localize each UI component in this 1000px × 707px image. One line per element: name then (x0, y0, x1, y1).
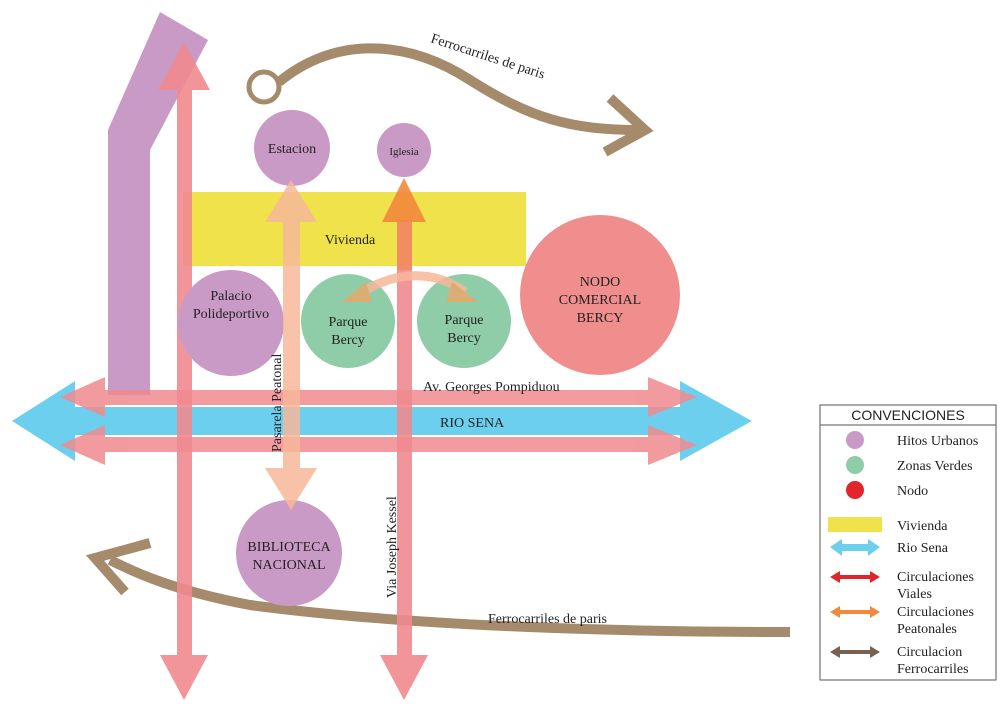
legend-nodo-label: Nodo (897, 484, 928, 499)
biblioteca-label-1: BIBLIOTECA (247, 540, 331, 555)
legend-rio-label: Rio Sena (897, 541, 949, 556)
legend-title: CONVENCIONES (851, 407, 965, 423)
via-kessel-text: Via Joseph Kessel (385, 496, 400, 598)
legend-viales-swatch (830, 571, 880, 583)
pasarela-text: Pasarela Peatonal (270, 354, 285, 452)
biblioteca-circle (236, 500, 342, 606)
legend-ferro-label-2: Ferrocarriles (897, 662, 969, 677)
rio-sena-label: RIO SENA (440, 416, 505, 431)
legend-zonas-label: Zonas Verdes (897, 459, 973, 474)
legend-ferro-swatch (830, 646, 880, 658)
legend-ferro-label-1: Circulacion (897, 645, 962, 660)
peatonal-iglesia-arrow (382, 178, 426, 270)
parque2-label-1: Parque (445, 313, 484, 328)
pasarela-peatonal-arrow (265, 180, 317, 510)
ferro-top-text: Ferrocarriles de paris (429, 32, 547, 83)
ferro-bottom-label: Ferrocarriles de paris (488, 612, 607, 627)
vial-horizontal-top (60, 377, 697, 417)
vivienda-block (183, 192, 526, 266)
av-georges-label: Av. Georges Pompiduou (423, 380, 560, 395)
legend-peatonales-label-2: Peatonales (897, 622, 957, 637)
ferro-top-arrowhead (602, 94, 654, 157)
parque1-label-2: Bercy (331, 333, 364, 348)
palacio-label-1: Palacio (210, 289, 251, 304)
nodo-label-3: BERCY (577, 311, 624, 326)
legend-vivienda-label: Vivienda (897, 519, 948, 534)
parque2-label-2: Bercy (447, 331, 480, 346)
legend-hitos-swatch (846, 431, 864, 449)
legend-box (819, 404, 997, 681)
iglesia-circle (377, 123, 431, 177)
legend-rio-swatch (830, 539, 880, 556)
nodo-label-1: NODO (580, 275, 620, 290)
legend-nodo-swatch (846, 481, 864, 499)
vial-horizontal-bottom (60, 425, 697, 465)
estacion-label: Estacion (268, 142, 316, 157)
legend-hitos-label: Hitos Urbanos (897, 434, 978, 449)
legend-viales-label-1: Circulaciones (897, 570, 974, 585)
palacio-circle (178, 270, 284, 376)
estacion-circle (254, 110, 330, 186)
nodo-label-2: COMERCIAL (559, 293, 641, 308)
via-kessel-label: Via Joseph Kessel (385, 496, 400, 598)
legend-vivienda-swatch (828, 517, 882, 532)
legend-peatonales-swatch (830, 606, 880, 618)
vivienda-label: Vivienda (325, 233, 376, 248)
parque1-label-1: Parque (329, 315, 368, 330)
peatonal-parques-arrow (342, 271, 478, 302)
legend-viales-label-2: Viales (897, 587, 932, 602)
pasarela-label: Pasarela Peatonal (270, 354, 285, 452)
ferro-start-circle (246, 69, 282, 105)
nodo-circle (520, 215, 680, 375)
rio-sena-arrow (12, 381, 752, 461)
biblioteca-label-2: NACIONAL (252, 558, 325, 573)
ferro-top-route (246, 43, 654, 157)
legend: CONVENCIONES Hitos Urbanos Zonas Verdes … (819, 404, 997, 681)
vial-via-kessel (380, 220, 428, 700)
ferro-bottom-arrowhead (85, 538, 152, 596)
parque-bercy-1-circle (301, 274, 395, 368)
parque-bercy-2-circle (417, 274, 511, 368)
iglesia-label: Iglesia (389, 146, 418, 158)
ferro-top-label: Ferrocarriles de paris (429, 32, 547, 83)
ferro-bottom-route (85, 538, 791, 637)
vial-vertical-left (158, 42, 210, 700)
purple-road (108, 12, 208, 395)
palacio-label-2: Polideportivo (193, 307, 269, 322)
legend-peatonales-label-1: Circulaciones (897, 605, 974, 620)
legend-zonas-swatch (846, 456, 864, 474)
